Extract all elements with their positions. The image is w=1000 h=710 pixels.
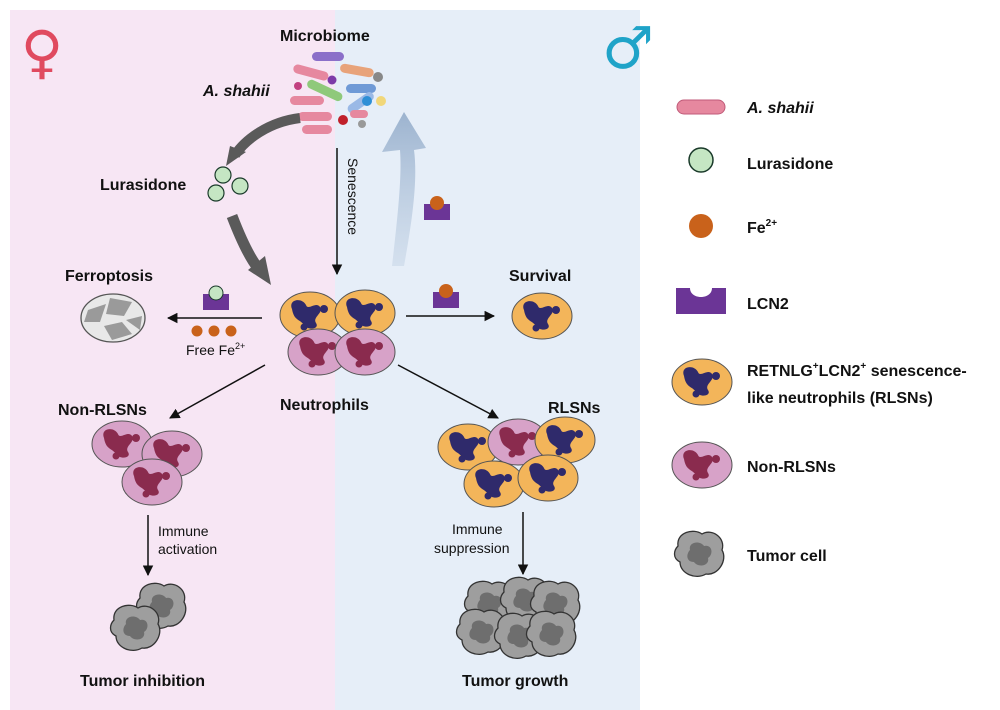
- legend: A. shahii Lurasidone Fe2+ LCN2 RETNLG+LC…: [671, 99, 967, 578]
- lurasidone-label: Lurasidone: [100, 177, 186, 194]
- svg-text:RETNLG+LCN2+ senescence-: RETNLG+LCN2+ senescence-: [747, 361, 967, 380]
- survival-label: Survival: [509, 268, 571, 285]
- lcn2-lurasidone-complex: [203, 285, 229, 310]
- to-non-rlsns-arrow: [169, 364, 266, 419]
- legend-tumor-cell: Tumor cell: [673, 530, 827, 578]
- svg-text:Non-RLSNs: Non-RLSNs: [747, 459, 836, 476]
- svg-text:like neutrophils (RLSNs): like neutrophils (RLSNs): [747, 390, 933, 407]
- immune-activation-label-2: activation: [158, 541, 217, 557]
- svg-text:Fe2+: Fe2+: [747, 218, 777, 237]
- legend-a-shahii: A. shahii: [676, 99, 814, 117]
- svg-text:LCN2: LCN2: [747, 296, 789, 313]
- lurasidone-to-neutrophils-arrow: [226, 214, 271, 285]
- legend-rlsn: RETNLG+LCN2+ senescence- like neutrophil…: [671, 358, 967, 407]
- neutrophils-label: Neutrophils: [280, 397, 369, 414]
- svg-text:Tumor cell: Tumor cell: [747, 548, 827, 565]
- male-symbol: ♂: [602, 14, 654, 82]
- microbiome-to-lurasidone-arrow: [226, 113, 301, 166]
- lcn2-fe-complex-survival: [433, 284, 459, 308]
- immune-suppression-label-1: Immune: [452, 521, 503, 537]
- tumor-growth-label: Tumor growth: [462, 673, 568, 690]
- svg-text:Lurasidone: Lurasidone: [747, 156, 833, 173]
- immune-suppression-label-2: suppression: [434, 540, 510, 556]
- microbiome-cluster: [290, 52, 386, 134]
- ferroptosis-label: Ferroptosis: [65, 268, 153, 285]
- lcn2-fe-complex-top: [424, 196, 450, 220]
- tumor-growth-cells: [455, 576, 581, 660]
- a-shahii-label: A. shahii: [202, 83, 270, 100]
- immune-activation-label-1: Immune: [158, 523, 209, 539]
- to-rlsns-arrow: [397, 364, 499, 419]
- legend-fe: Fe2+: [689, 214, 777, 238]
- microbiome-label: Microbiome: [280, 28, 370, 45]
- survival-rlsn-cell: [511, 292, 573, 340]
- ferroptotic-cell: [80, 293, 146, 343]
- legend-lurasidone: Lurasidone: [688, 147, 833, 173]
- non-rlsns-label: Non-RLSNs: [58, 402, 147, 419]
- lurasidone-spheres: [207, 166, 249, 202]
- free-fe-label: Free Fe2+: [186, 341, 245, 358]
- legend-non-rlsns: Non-RLSNs: [671, 441, 836, 489]
- legend-lcn2: LCN2: [676, 288, 789, 314]
- tumor-inhibition-label: Tumor inhibition: [80, 673, 205, 690]
- female-symbol: ♀: [21, 18, 63, 86]
- senescence-label: Senescence: [345, 158, 361, 235]
- svg-text:A. shahii: A. shahii: [746, 100, 814, 117]
- neutrophils-to-microbiome-arrow: [382, 112, 426, 266]
- rlsns-label: RLSNs: [548, 400, 601, 417]
- free-fe-dots: [191, 325, 237, 337]
